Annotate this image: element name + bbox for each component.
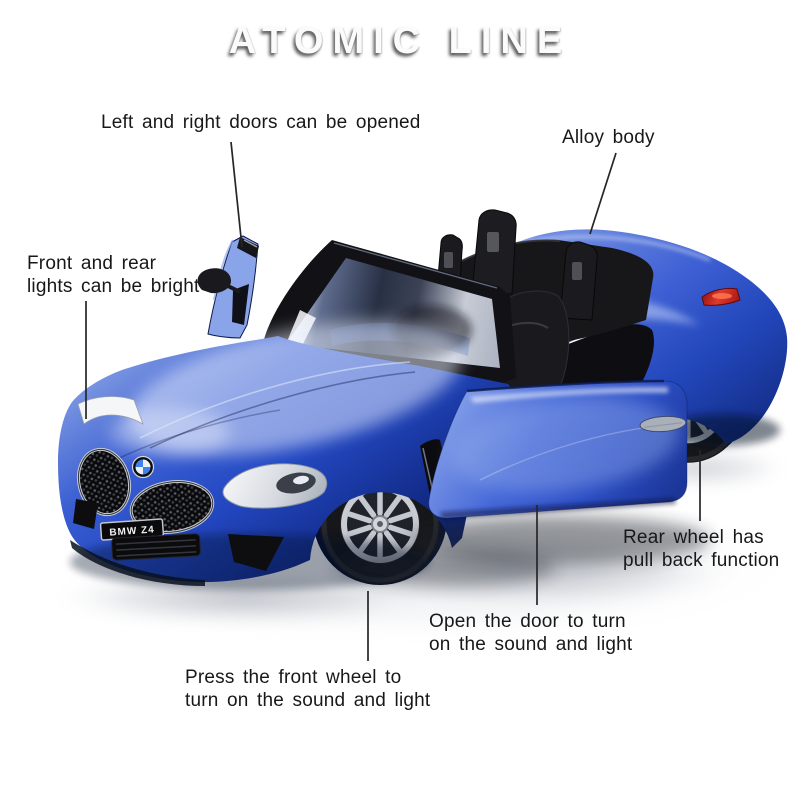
annotation-doors: Left and right doors can be opened xyxy=(101,112,421,133)
license-plate: BMW Z4 xyxy=(99,518,165,541)
lower-air-intake xyxy=(111,533,201,561)
headlight-right xyxy=(222,463,328,509)
license-plate-text: BMW Z4 xyxy=(109,524,155,538)
callout-line-alloy xyxy=(589,152,617,235)
annotation-lights: Front and rear lights can be bright xyxy=(27,253,200,297)
corner-intake-left xyxy=(73,499,98,529)
tail-light xyxy=(701,287,741,306)
callout-lines xyxy=(85,141,701,661)
corner-intake-right xyxy=(228,534,284,571)
right-door-open xyxy=(335,379,710,586)
front-fascia: BMW Z4 xyxy=(70,439,452,586)
annotation-alloy-body: Alloy body xyxy=(562,127,655,148)
callout-line-doors xyxy=(230,141,243,248)
door-handle xyxy=(639,415,687,433)
front-splitter xyxy=(70,540,205,586)
side-mirror xyxy=(197,268,241,294)
annotation-open-door: Open the door to turn on the sound and l… xyxy=(429,611,633,655)
bmw-roundel-badge xyxy=(131,455,155,479)
headlight-left xyxy=(77,396,144,425)
left-door-open xyxy=(197,235,259,339)
product-title: ATOMIC LINE xyxy=(228,20,572,62)
annotation-rear-wheel: Rear wheel has pull back function xyxy=(623,527,780,571)
kidney-grille-left xyxy=(76,447,132,517)
annotation-front-wheel: Press the front wheel to turn on the sou… xyxy=(185,667,431,711)
